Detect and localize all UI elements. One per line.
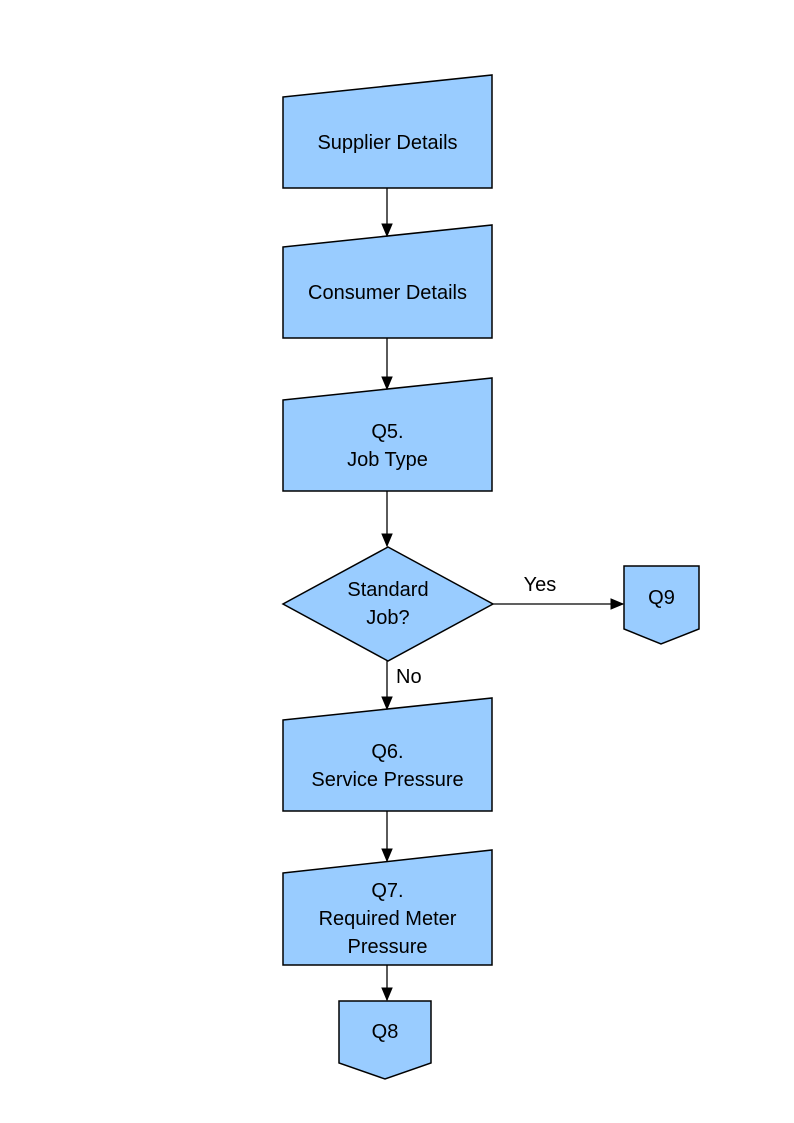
- node-q9-connector: [623, 565, 700, 645]
- node-q8-connector: [338, 1000, 432, 1080]
- node-q6-service-pressure: [282, 697, 493, 812]
- node-standard-job-decision: [281, 546, 495, 662]
- node-q5-job-type: [282, 377, 493, 492]
- node-supplier-details: [282, 74, 493, 189]
- node-consumer-details: [282, 224, 493, 339]
- node-q7-required-meter-pressure: [282, 849, 493, 966]
